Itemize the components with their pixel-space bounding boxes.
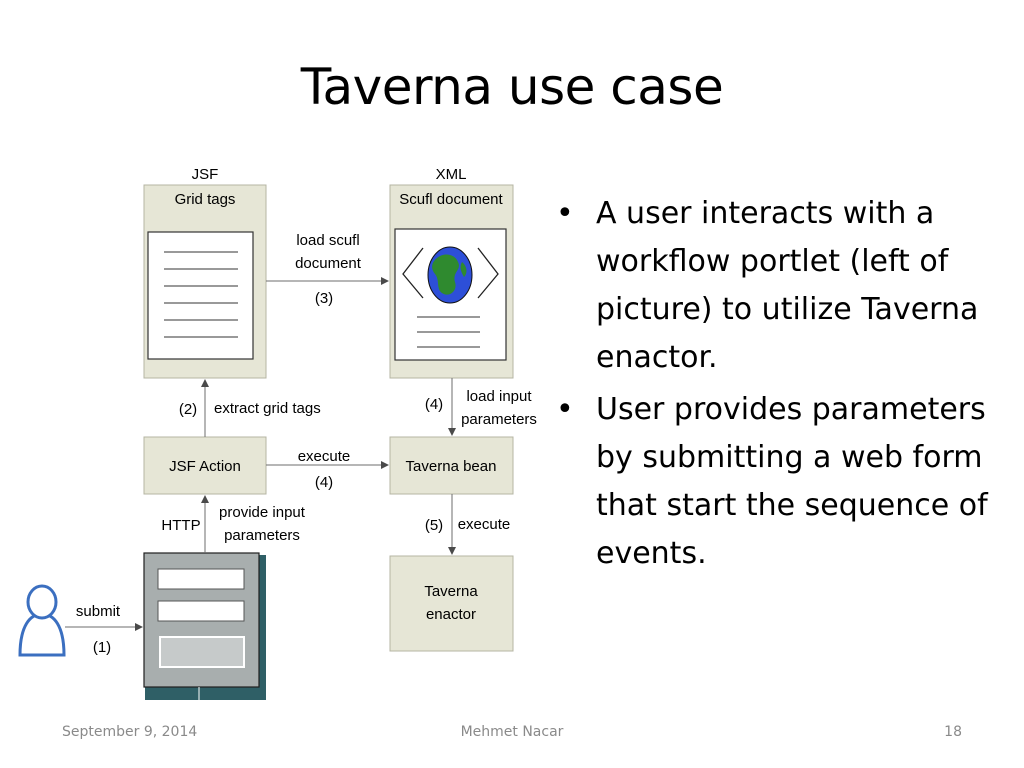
- jsf-action-box: JSF Action: [143, 436, 267, 495]
- xml-document-icon: [394, 228, 507, 361]
- taverna-enactor-label-line1: Taverna: [424, 583, 478, 600]
- label-extract-grid-tags: extract grid tags: [214, 400, 321, 417]
- footer-author: Mehmet Nacar: [460, 724, 564, 740]
- label-step-2: (2): [179, 401, 197, 418]
- footer-page-number: 18: [944, 724, 962, 740]
- label-execute-a: execute: [298, 448, 351, 465]
- label-step-5: (5): [425, 517, 443, 534]
- jsf-grid-tags-box: JSF Grid tags: [143, 166, 267, 379]
- label-load-input-1: load input: [466, 388, 532, 405]
- xml-caption: XML: [436, 166, 467, 183]
- label-provide-input-1: provide input: [219, 504, 306, 521]
- label-step-3: (3): [315, 290, 333, 307]
- label-provide-input-2: parameters: [224, 527, 300, 544]
- jsf-caption: JSF: [192, 166, 219, 183]
- xml-box-label: Scufl document: [399, 191, 503, 208]
- bullet-list: A user interacts with a workflow portlet…: [556, 190, 1006, 582]
- grid-tags-document-icon: [147, 231, 254, 360]
- form-field-1: [157, 568, 245, 590]
- bullet-item: A user interacts with a workflow portlet…: [556, 190, 1006, 382]
- label-submit: submit: [76, 603, 121, 620]
- user-icon: [18, 584, 66, 657]
- taverna-bean-label: Taverna bean: [406, 458, 497, 475]
- label-step-4a: (4): [425, 396, 443, 413]
- label-execute-b: execute: [458, 516, 511, 533]
- form-field-2: [157, 600, 245, 622]
- label-load-input-2: parameters: [461, 411, 537, 428]
- xml-scufl-document-box: XML Scufl document: [389, 166, 514, 379]
- label-load-scufl-1: load scufl: [296, 232, 359, 249]
- slide-title: Taverna use case: [300, 58, 724, 116]
- label-load-scufl-2: document: [295, 255, 362, 272]
- web-form-icon: [143, 552, 266, 700]
- footer-date: September 9, 2014: [62, 724, 198, 740]
- taverna-enactor-box: Taverna enactor: [389, 555, 514, 652]
- jsf-action-label: JSF Action: [169, 458, 241, 475]
- label-step-4b: (4): [315, 474, 333, 491]
- form-submit-button: [159, 636, 245, 668]
- label-step-1: (1): [93, 639, 111, 656]
- taverna-bean-box: Taverna bean: [389, 436, 514, 495]
- label-http: HTTP: [161, 517, 200, 534]
- jsf-box-label: Grid tags: [175, 191, 236, 208]
- globe-icon: [427, 246, 473, 304]
- bullet-item: User provides parameters by submitting a…: [556, 386, 1006, 578]
- taverna-enactor-label-line2: enactor: [426, 606, 476, 623]
